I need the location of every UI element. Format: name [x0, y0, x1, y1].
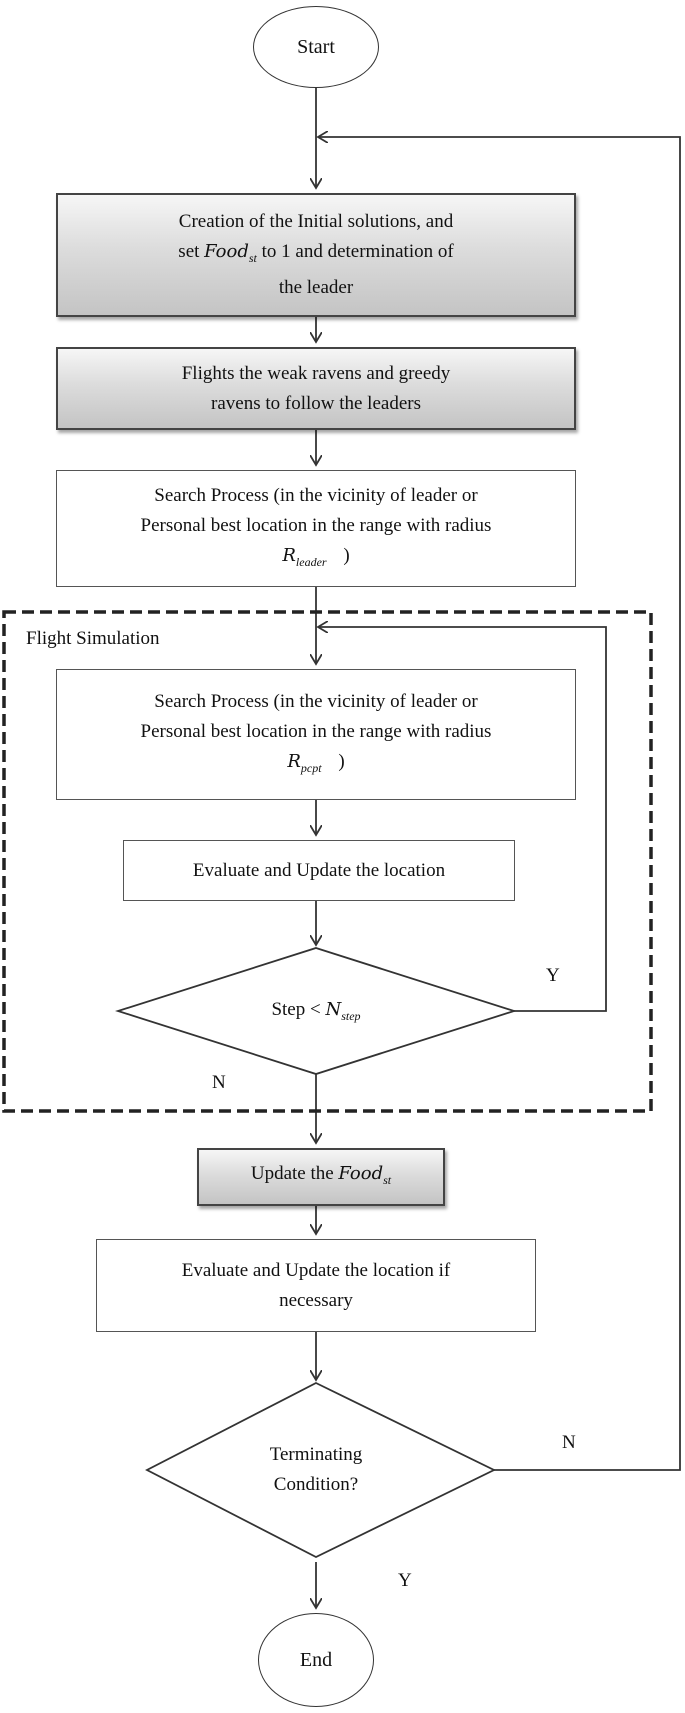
search-leader-line2: Personal best location in the range with…: [140, 514, 492, 536]
search-pcpt-line1: Search Process (in the vicinity of leade…: [154, 690, 478, 712]
end-node: End: [258, 1613, 374, 1707]
search-pcpt-line2: Personal best location in the range with…: [140, 720, 492, 742]
edge-step-yes-loop: [318, 627, 607, 1012]
search-pcpt-line3: Rpcpt ): [287, 750, 345, 775]
flight-simulation-container: [2, 610, 653, 1113]
step-decision-diamond: [115, 947, 517, 1075]
end-label: End: [299, 1649, 333, 1671]
step-yes-label: Y: [546, 965, 560, 986]
terminate-decision-diamond: [145, 1381, 497, 1559]
search-pcpt-box: Search Process (in the vicinity of leade…: [56, 669, 576, 800]
edge-terminate-no-loop: [318, 137, 681, 1471]
start-node: Start: [253, 6, 379, 88]
terminate-yes-label: Y: [398, 1570, 412, 1591]
flight-simulation-title: Flight Simulation: [26, 628, 160, 649]
evaluate-label: Evaluate and Update the location: [192, 859, 446, 881]
init-line1: Creation of the Initial solutions, and: [178, 211, 454, 233]
init-solutions-box: Creation of the Initial solutions, and s…: [56, 193, 576, 317]
flights-line2: ravens to follow the leaders: [211, 392, 421, 414]
search-leader-box: Search Process (in the vicinity of leade…: [56, 470, 576, 587]
flights-box: Flights the weak ravens and greedy raven…: [56, 347, 576, 430]
flights-line1: Flights the weak ravens and greedy: [181, 362, 451, 384]
terminate-no-label: N: [562, 1432, 576, 1453]
start-label: Start: [297, 36, 335, 58]
update-food-label: Update the Foodst: [250, 1163, 392, 1187]
update-food-box: Update the Foodst: [197, 1148, 445, 1206]
init-line3: the leader: [278, 276, 354, 298]
step-no-label: N: [212, 1072, 226, 1093]
search-leader-line1: Search Process (in the vicinity of leade…: [154, 484, 478, 506]
init-line2: set Foodst to 1 and determination of: [178, 241, 454, 265]
evaluate-if-line2: necessary: [279, 1289, 353, 1311]
search-leader-line3: Rleader ): [282, 544, 350, 569]
evaluate-box: Evaluate and Update the location: [123, 840, 515, 901]
evaluate-if-line1: Evaluate and Update the location if: [181, 1259, 451, 1281]
terminate-decision-label: Terminating Condition?: [269, 1444, 363, 1495]
evaluate-if-box: Evaluate and Update the location if nece…: [96, 1239, 536, 1332]
step-decision-label: Step < Nstep: [271, 999, 361, 1023]
